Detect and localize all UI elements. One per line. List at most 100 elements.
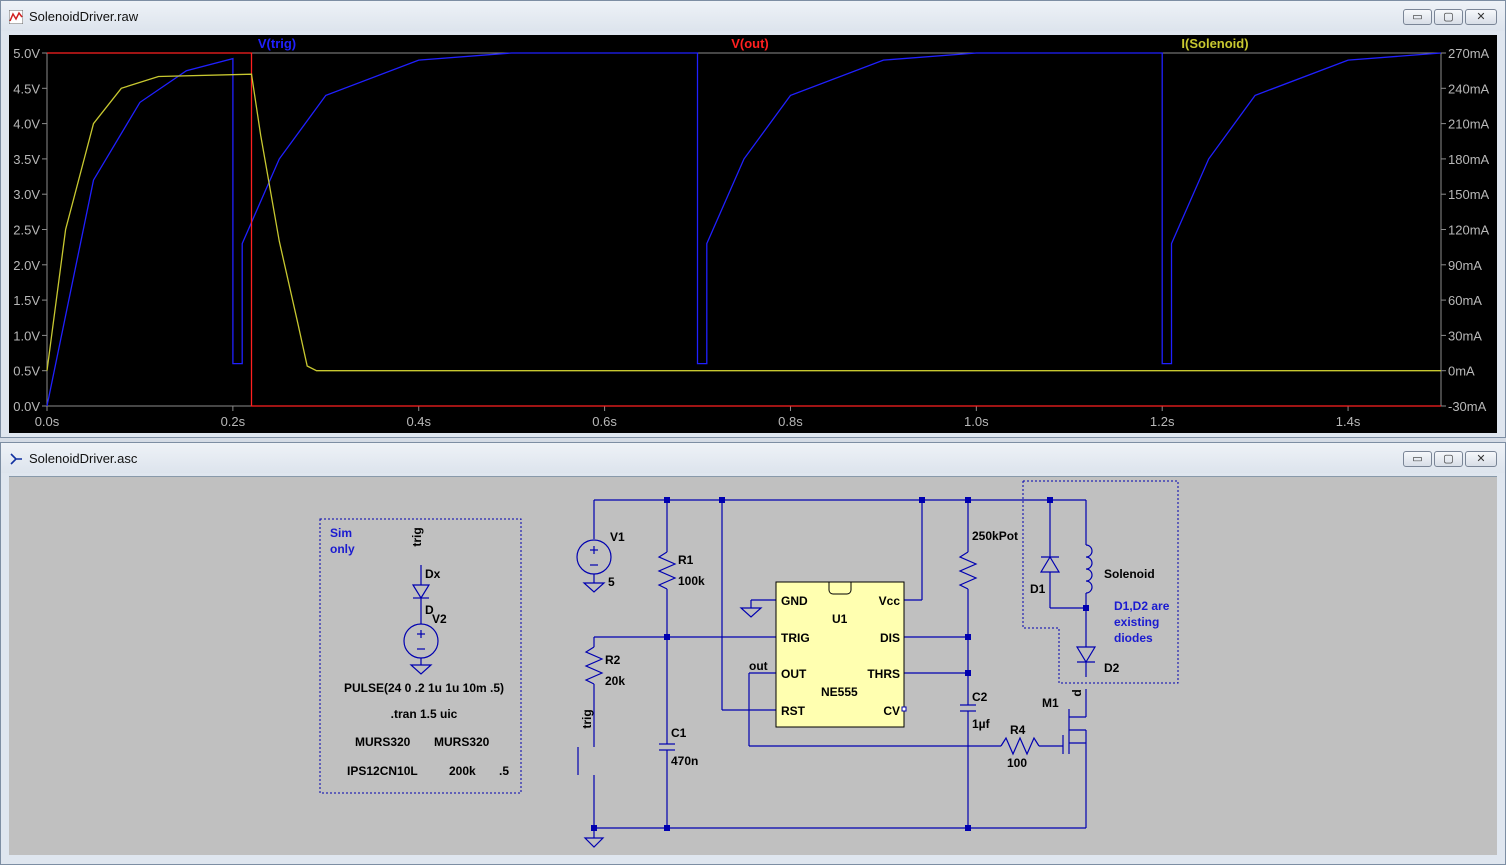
c1-name-label: C1	[671, 726, 687, 740]
c1-value-label: 470n	[671, 754, 698, 768]
trace-v-out[interactable]	[47, 52, 1441, 407]
x-axis-tick-label: 0.8s	[778, 414, 803, 429]
waveform-titlebar[interactable]: SolenoidDriver.raw ▭ ▢ ✕	[1, 1, 1505, 31]
v1-source-symbol[interactable]	[576, 539, 612, 575]
minimize-button[interactable]: ▭	[1403, 451, 1432, 467]
d2-diode[interactable]	[1075, 646, 1097, 664]
trace-legend-label[interactable]: V(out)	[731, 36, 769, 51]
r1-name-label: R1	[678, 553, 694, 567]
v2-name-label: V2	[432, 612, 447, 626]
r2-value-label: 20k	[605, 674, 625, 688]
model-label-b: MURS320	[434, 735, 490, 749]
schematic-canvas[interactable]: trig Dx D V2 PULSE(24 0 .2 1u 1u 10m .5)…	[9, 476, 1497, 855]
ne555-notch	[828, 582, 852, 595]
schematic-window-title: SolenoidDriver.asc	[29, 451, 138, 466]
pin-gnd-label: GND	[781, 594, 808, 608]
model-label-a: MURS320	[355, 735, 411, 749]
trace-v-trig[interactable]	[46, 52, 1442, 407]
pin-out-label: OUT	[781, 667, 807, 681]
junction-dot	[965, 634, 971, 640]
right-axis-tick-label: 0mA	[1448, 364, 1475, 379]
close-button[interactable]: ✕	[1465, 9, 1497, 25]
minimize-button[interactable]: ▭	[1403, 9, 1432, 25]
note-line3: diodes	[1114, 631, 1153, 645]
junction-dot	[1083, 605, 1089, 611]
u1-name-label: U1	[832, 612, 848, 626]
out-net-label: out	[749, 659, 768, 673]
junction-dot	[965, 670, 971, 676]
pin-cv-label: CV	[883, 704, 900, 718]
model-label-d: 200k	[449, 764, 476, 778]
note-line2: existing	[1114, 615, 1159, 629]
v2-source-symbol[interactable]	[403, 623, 439, 659]
schematic-titlebar[interactable]: SolenoidDriver.asc ▭ ▢ ✕	[1, 443, 1505, 473]
tran-directive[interactable]: .tran 1.5 uic	[391, 707, 458, 721]
junction-dot	[664, 497, 670, 503]
schematic-app-icon	[10, 453, 22, 465]
right-axis-tick-label: 90mA	[1448, 258, 1482, 273]
r4-resistor[interactable]	[1000, 736, 1040, 756]
waveform-chart[interactable]: 5.0V4.5V4.0V3.5V3.0V2.5V2.0V1.5V1.0V0.5V…	[9, 35, 1497, 433]
waveform-window-title: SolenoidDriver.raw	[29, 9, 139, 24]
r4-name-label: R4	[1010, 723, 1026, 737]
pulse-directive[interactable]: PULSE(24 0 .2 1u 1u 10m .5)	[344, 681, 504, 695]
junction-dot	[919, 497, 925, 503]
ne555-chip[interactable]	[775, 581, 905, 728]
d1-name-label: D1	[1030, 582, 1046, 596]
x-axis-tick-label: 0.6s	[592, 414, 617, 429]
maximize-button[interactable]: ▢	[1434, 451, 1463, 467]
left-axis-tick-label: 4.5V	[13, 81, 40, 96]
close-button[interactable]: ✕	[1465, 451, 1497, 467]
dx-model-label: D	[425, 603, 434, 617]
x-axis-tick-label: 0.2s	[221, 414, 246, 429]
v1-value-label: 5	[608, 575, 615, 589]
pin-rst-label: RST	[781, 704, 806, 718]
sim-only-box[interactable]	[319, 518, 522, 794]
junction-dot	[591, 825, 597, 831]
waveform-app-icon	[9, 10, 23, 24]
trace-legend-label[interactable]: V(trig)	[258, 36, 296, 51]
schematic-window[interactable]: SolenoidDriver.asc ▭ ▢ ✕	[0, 442, 1506, 865]
existing-parts-box[interactable]	[1022, 480, 1179, 684]
r2-name-label: R2	[605, 653, 621, 667]
ground-symbol	[739, 607, 763, 618]
dx-name-label: Dx	[425, 567, 441, 581]
trace-i-solenoid[interactable]	[46, 73, 1441, 372]
x-axis-tick-label: 1.2s	[1150, 414, 1175, 429]
pot-resistor[interactable]	[958, 551, 978, 590]
solenoid-coil[interactable]	[1085, 544, 1093, 594]
ground-symbol	[582, 582, 606, 593]
r1-value-label: 100k	[678, 574, 705, 588]
schematic-drawing[interactable]: trig Dx D V2 PULSE(24 0 .2 1u 1u 10m .5)…	[9, 477, 1497, 855]
trace-legend-label[interactable]: I(Solenoid)	[1181, 36, 1248, 51]
r4-value-label: 100	[1007, 756, 1027, 770]
left-axis-tick-label: 1.0V	[13, 328, 40, 343]
d2-name-label: D2	[1104, 661, 1120, 675]
right-axis-tick-label: 270mA	[1448, 46, 1490, 61]
maximize-button[interactable]: ▢	[1434, 9, 1463, 25]
right-axis-tick-label: 120mA	[1448, 223, 1490, 238]
junction-dot	[965, 497, 971, 503]
sim-trig-label: trig	[410, 527, 424, 546]
mosfet-drain-label: d	[1070, 689, 1084, 696]
r2-resistor[interactable]	[584, 646, 604, 685]
v1-name-label: V1	[610, 530, 625, 544]
sim-only-label-line1: Sim	[330, 526, 352, 540]
x-axis-tick-label: 0.0s	[35, 414, 60, 429]
u1-model-label: NE555	[821, 685, 858, 699]
right-axis-tick-label: 180mA	[1448, 152, 1490, 167]
dx-diode[interactable]	[411, 584, 431, 600]
pin-vcc-label: Vcc	[879, 594, 901, 608]
pin-thrs-label: THRS	[867, 667, 900, 681]
r1-resistor[interactable]	[657, 551, 677, 590]
left-axis-tick-label: 1.5V	[13, 293, 40, 308]
c2-value-label: 1µf	[972, 717, 991, 731]
junction-dot	[1047, 497, 1053, 503]
x-axis-tick-label: 0.4s	[406, 414, 431, 429]
junction-dot	[719, 497, 725, 503]
note-line1: D1,D2 are	[1114, 599, 1170, 613]
model-label-e: .5	[499, 764, 509, 778]
d1-diode[interactable]	[1039, 555, 1061, 573]
